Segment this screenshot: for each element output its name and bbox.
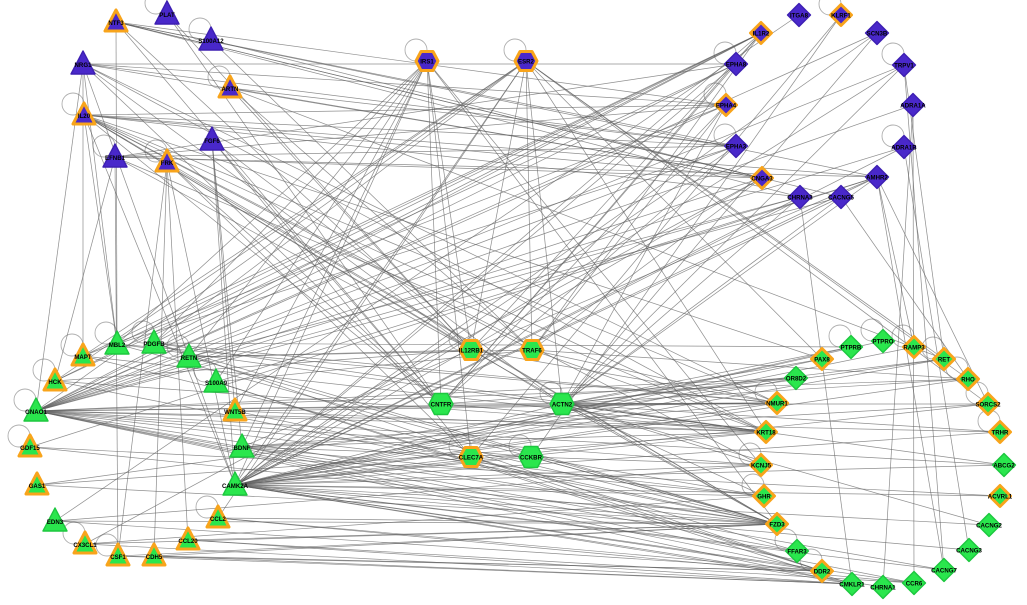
svg-text:NTF3: NTF3 (108, 20, 124, 27)
svg-text:IL1R2: IL1R2 (753, 30, 770, 37)
svg-text:RETN: RETN (181, 355, 198, 362)
svg-text:CCL20: CCL20 (178, 538, 198, 545)
svg-text:GNAO1: GNAO1 (25, 409, 47, 416)
svg-text:OR8D2: OR8D2 (786, 375, 807, 382)
svg-text:FFAR3: FFAR3 (787, 548, 807, 555)
svg-text:KCNJ5: KCNJ5 (751, 462, 772, 469)
svg-text:SORCS2: SORCS2 (975, 401, 1001, 408)
svg-text:CCL2: CCL2 (210, 516, 227, 523)
svg-text:PLAT: PLAT (159, 12, 175, 19)
svg-text:ACVRL1: ACVRL1 (988, 493, 1013, 500)
svg-text:CCKBR: CCKBR (520, 454, 543, 461)
svg-text:EFNB1: EFNB1 (105, 155, 126, 162)
svg-text:S100A9: S100A9 (205, 380, 228, 387)
svg-text:CDH5: CDH5 (146, 554, 163, 561)
svg-text:FRK: FRK (161, 160, 174, 167)
svg-text:WNT5B: WNT5B (224, 409, 246, 416)
svg-text:CHRNA3: CHRNA3 (787, 194, 813, 201)
svg-text:CNTFR: CNTFR (431, 401, 452, 408)
svg-text:EPHA4: EPHA4 (716, 102, 737, 109)
svg-text:ESR2: ESR2 (518, 58, 535, 65)
svg-text:AMHR2: AMHR2 (866, 174, 888, 181)
svg-text:CX3CL1: CX3CL1 (73, 542, 97, 549)
svg-text:PTPRO: PTPRO (873, 338, 894, 345)
svg-text:CACNG2: CACNG2 (976, 522, 1002, 529)
svg-text:CACNG5: CACNG5 (828, 194, 854, 201)
svg-text:CMKLR1: CMKLR1 (839, 581, 865, 588)
svg-text:CAMK2A: CAMK2A (222, 483, 249, 490)
svg-text:CNGA3: CNGA3 (751, 175, 773, 182)
svg-text:MAPT: MAPT (74, 354, 92, 361)
svg-text:KRT18: KRT18 (756, 429, 776, 436)
svg-text:IL20: IL20 (78, 113, 91, 120)
svg-text:ITGA8: ITGA8 (790, 12, 809, 19)
svg-text:DDR2: DDR2 (814, 568, 831, 575)
svg-text:ACTN2: ACTN2 (552, 401, 573, 408)
svg-text:IRS1: IRS1 (420, 58, 434, 65)
svg-text:NRG1: NRG1 (75, 62, 93, 69)
svg-text:CCR6: CCR6 (906, 580, 923, 587)
svg-text:FGF6: FGF6 (204, 138, 220, 145)
svg-text:RET: RET (938, 356, 950, 363)
svg-text:EPHA3: EPHA3 (726, 143, 747, 150)
svg-text:IL12RB1: IL12RB1 (459, 347, 484, 354)
svg-text:EPHA8: EPHA8 (726, 61, 747, 68)
svg-text:PDGFB: PDGFB (143, 341, 165, 348)
svg-text:GHR: GHR (757, 493, 771, 500)
svg-text:ADRA1B: ADRA1B (891, 144, 917, 151)
svg-text:PAX8: PAX8 (814, 356, 830, 363)
svg-text:BDNF: BDNF (234, 445, 251, 452)
svg-text:ABCG2: ABCG2 (993, 462, 1015, 469)
svg-text:GAS1: GAS1 (29, 483, 46, 490)
svg-text:RAMP3: RAMP3 (903, 344, 925, 351)
svg-text:S100A12: S100A12 (198, 38, 224, 45)
svg-text:HCK: HCK (48, 379, 62, 386)
svg-text:CLEC7A: CLEC7A (459, 454, 484, 461)
svg-text:CACNG7: CACNG7 (931, 567, 957, 574)
svg-text:SCN3B: SCN3B (867, 30, 888, 37)
svg-text:ADRA1A: ADRA1A (900, 102, 926, 109)
svg-text:RHO: RHO (961, 376, 975, 383)
svg-text:TRPV1: TRPV1 (894, 62, 914, 69)
svg-text:FZD3: FZD3 (769, 521, 785, 528)
svg-text:EDN3: EDN3 (47, 519, 64, 526)
svg-text:NMUR1: NMUR1 (766, 400, 788, 407)
svg-text:KLRF1: KLRF1 (831, 12, 851, 19)
svg-text:TRAF6: TRAF6 (522, 347, 542, 354)
svg-text:ARTN: ARTN (222, 86, 239, 93)
svg-text:PTPRB: PTPRB (841, 344, 862, 351)
svg-text:TRHR: TRHR (992, 429, 1010, 436)
svg-text:CACNG3: CACNG3 (956, 547, 982, 554)
svg-text:GDF15: GDF15 (20, 445, 40, 452)
svg-text:CSF1: CSF1 (110, 554, 126, 561)
svg-text:MBL2: MBL2 (109, 342, 126, 349)
svg-text:CHRNA1: CHRNA1 (870, 584, 896, 591)
